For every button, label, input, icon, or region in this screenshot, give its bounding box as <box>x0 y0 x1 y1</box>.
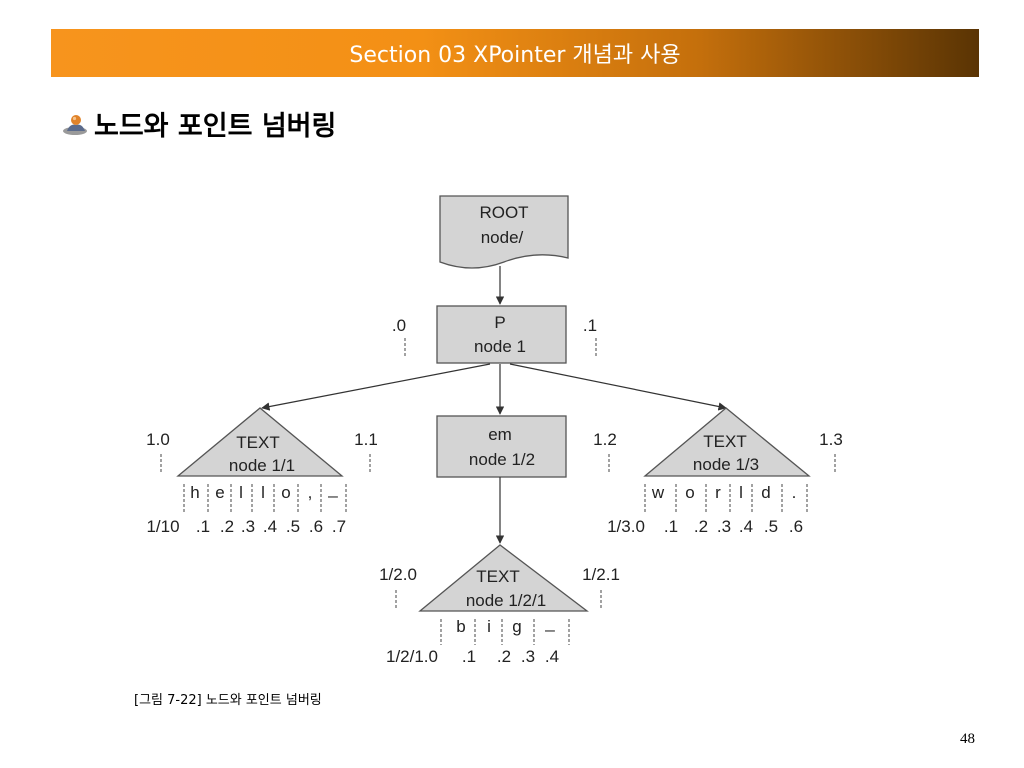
char-label: g <box>512 617 521 636</box>
text-node-1-3-label: TEXT <box>703 432 746 451</box>
point-label: .5 <box>764 517 778 536</box>
p-node-label: P <box>494 313 505 332</box>
p-node: P node 1 <box>436 305 567 364</box>
em-node-sublabel: node 1/2 <box>469 450 535 469</box>
point-label: .2 <box>497 647 511 666</box>
point-label: .5 <box>286 517 300 536</box>
char-label: _ <box>544 613 555 632</box>
person-bullet-icon <box>63 114 87 135</box>
point-label: .2 <box>694 517 708 536</box>
heading-text: 노드와 포인트 넘버링 <box>94 111 337 142</box>
point-label: 1/2/1.0 <box>386 647 438 666</box>
p-node-box <box>436 305 567 364</box>
text-node-1-2-1: TEXT node 1/2/1 <box>418 544 589 612</box>
p-node-sublabel: node 1 <box>474 337 526 356</box>
char-label: b <box>456 617 465 636</box>
char-label: r <box>715 483 721 502</box>
text-node-1-1-shape <box>176 407 344 477</box>
text-node-1-3: TEXT node 1/3 <box>643 407 811 477</box>
p-left-point-label: .0 <box>392 316 406 335</box>
char-label: w <box>651 483 665 502</box>
text-node-1-2-1-shape <box>418 544 589 612</box>
char-label: e <box>215 483 224 502</box>
point-label: .6 <box>309 517 323 536</box>
point-label: .4 <box>739 517 753 536</box>
char-label: o <box>281 483 290 502</box>
point-label: .7 <box>332 517 346 536</box>
em-right-label: 1.2 <box>593 430 617 449</box>
figure-caption: [그림 7-22] 노드와 포인트 넘버링 <box>134 693 322 708</box>
point-label: .1 <box>664 517 678 536</box>
point-label: .2 <box>220 517 234 536</box>
em-node: em node 1/2 <box>436 415 567 478</box>
text-1-3-point-labels: 1/3.0 .1 .2 .3 .4 .5 .6 <box>607 517 803 536</box>
point-label: 1/3.0 <box>607 517 645 536</box>
text-1-2-1-point-ticks <box>440 619 570 645</box>
section-title-bar: Section 03 XPointer 개념과 사용 <box>51 29 979 77</box>
text-node-1-3-shape <box>643 407 811 477</box>
em-node-label: em <box>488 425 512 444</box>
char-label: l <box>739 483 743 502</box>
text-node-1-3-sublabel: node 1/3 <box>693 455 759 474</box>
text-node-1-1-sublabel: node 1/1 <box>229 456 295 475</box>
text-1-1-point-labels: 1/10 .1 .2 .3 .4 .5 .6 .7 <box>146 517 346 536</box>
char-label: h <box>190 483 199 502</box>
arrow-p-to-text-1-1 <box>261 363 491 411</box>
point-label: .1 <box>462 647 476 666</box>
section-title: Section 03 XPointer 개념과 사용 <box>349 43 681 68</box>
root-node-sublabel: node/ <box>481 228 524 247</box>
point-label: .6 <box>789 517 803 536</box>
char-label: o <box>685 483 694 502</box>
char-label: , <box>308 483 313 502</box>
text-node-1-2-1-sublabel: node 1/2/1 <box>466 591 546 610</box>
root-node-shape <box>439 195 569 269</box>
char-label: l <box>239 483 243 502</box>
em-left-label: 1.1 <box>354 430 378 449</box>
text-node-1-2-1-left-label: 1/2.0 <box>379 565 417 584</box>
point-label: .3 <box>717 517 731 536</box>
text-1-3-chars: w o r l d . <box>651 483 797 502</box>
char-label: i <box>487 617 491 636</box>
text-1-3-point-ticks <box>644 484 808 512</box>
point-label: .4 <box>545 647 559 666</box>
text-node-1-3-right-label: 1.3 <box>819 430 843 449</box>
page-number: 48 <box>960 731 975 747</box>
text-node-1-1-left-label: 1.0 <box>146 430 170 449</box>
point-label: .4 <box>263 517 277 536</box>
arrow-p-to-text-1-3 <box>509 363 727 411</box>
text-1-2-1-point-labels: 1/2/1.0 .1 .2 .3 .4 <box>386 647 559 666</box>
char-label: l <box>261 483 265 502</box>
point-label: .1 <box>196 517 210 536</box>
root-node-label: ROOT <box>479 203 528 222</box>
text-node-1-1: TEXT node 1/1 <box>176 407 344 477</box>
p-right-point-label: .1 <box>583 316 597 335</box>
point-label: .3 <box>521 647 535 666</box>
text-node-1-2-1-right-label: 1/2.1 <box>582 565 620 584</box>
text-1-2-1-chars: b i g _ <box>456 613 555 636</box>
point-label: .3 <box>241 517 255 536</box>
text-1-1-point-ticks <box>183 484 347 512</box>
text-node-1-1-label: TEXT <box>236 433 279 452</box>
root-node: ROOT node/ <box>439 195 569 269</box>
char-label: _ <box>327 479 338 498</box>
text-1-1-chars: h e l l o , _ <box>190 479 338 502</box>
em-node-box <box>436 415 567 478</box>
text-node-1-2-1-label: TEXT <box>476 567 519 586</box>
slide-heading: 노드와 포인트 넘버링 <box>62 104 336 143</box>
char-label: d <box>761 483 770 502</box>
char-label: . <box>792 483 797 502</box>
point-label: 1/10 <box>146 517 179 536</box>
